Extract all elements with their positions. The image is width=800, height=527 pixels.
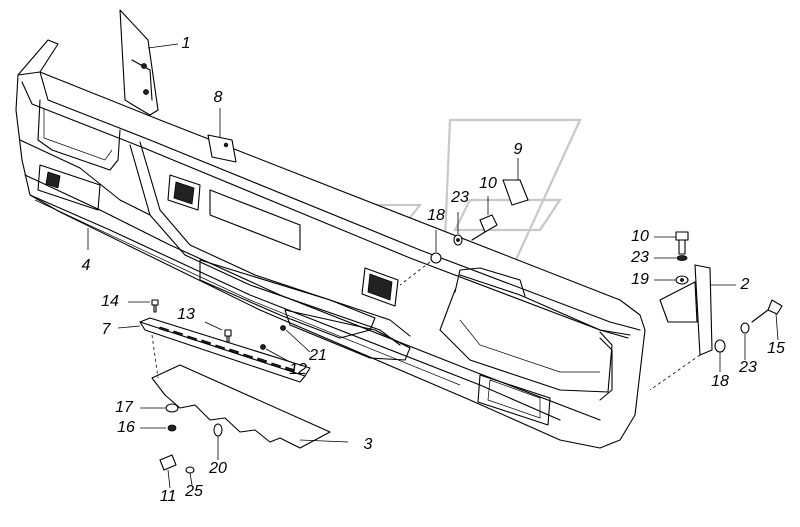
callout-10-center: 10: [479, 175, 497, 192]
perforated-plate-part-7: [117, 317, 311, 383]
callout-11: 11: [159, 488, 177, 505]
lower-fasteners: [128, 299, 311, 489]
center-fasteners: [399, 196, 498, 286]
callout-20: 20: [209, 460, 227, 477]
callout-12: 12: [289, 361, 307, 378]
callout-1: 1: [181, 35, 191, 52]
callout-13: 13: [177, 306, 195, 323]
callout-17: 17: [115, 399, 133, 416]
callout-16: 16: [117, 419, 135, 436]
callout-14: 14: [101, 293, 119, 310]
callout-25: 25: [185, 483, 203, 500]
callout-23-right: 23: [631, 249, 649, 266]
bracket-part-9: [502, 158, 529, 206]
callout-9: 9: [513, 141, 523, 158]
callout-19: 19: [631, 271, 649, 288]
callout-23-lower: 23: [739, 359, 757, 376]
callout-2: 2: [740, 276, 750, 293]
callout-18-right: 18: [711, 373, 729, 390]
callout-23-center: 23: [451, 189, 469, 206]
callout-8: 8: [213, 89, 223, 106]
upper-bracket-part-1: [119, 9, 179, 116]
right-fasteners: [654, 231, 783, 372]
callout-4: 4: [81, 257, 91, 274]
lower-plate-part-3: [151, 334, 349, 449]
callout-21: 21: [309, 347, 327, 364]
side-bracket-part-2: [649, 264, 736, 391]
callout-18-center: 18: [427, 207, 445, 224]
callout-7: 7: [101, 321, 111, 338]
callout-10-right: 10: [631, 228, 649, 245]
callout-15: 15: [767, 340, 785, 357]
callout-3: 3: [363, 436, 373, 453]
small-plate-part-8: [207, 108, 237, 163]
bumper-body: [15, 39, 646, 449]
